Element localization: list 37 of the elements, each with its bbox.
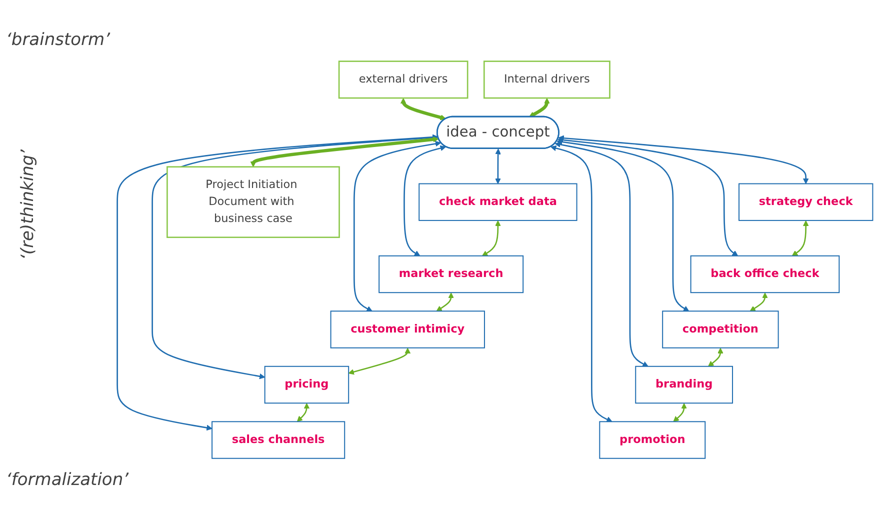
node-box: market research bbox=[378, 256, 524, 294]
section-label: ‘formalization’ bbox=[6, 470, 129, 490]
section-label: ‘(re)thinking’ bbox=[18, 149, 38, 260]
node-box: back office check bbox=[690, 256, 840, 294]
arrow bbox=[436, 292, 454, 312]
arrow bbox=[556, 139, 690, 312]
arrow bbox=[554, 142, 648, 367]
arrow bbox=[400, 98, 446, 120]
arrow bbox=[353, 141, 442, 312]
node-box: check market data bbox=[418, 183, 578, 222]
node-box: branding bbox=[635, 366, 733, 404]
arrow bbox=[250, 136, 439, 168]
arrow bbox=[528, 98, 550, 118]
arrow bbox=[348, 348, 411, 375]
node-box: strategy check bbox=[738, 183, 874, 222]
node-box: customer intimicy bbox=[330, 310, 485, 348]
node-box: competition bbox=[662, 310, 779, 348]
arrow bbox=[495, 148, 501, 184]
node-box: pricing bbox=[264, 366, 350, 404]
section-label: ‘brainstorm’ bbox=[6, 30, 110, 50]
arrow bbox=[116, 134, 438, 431]
arrow bbox=[152, 134, 438, 380]
arrow bbox=[558, 135, 809, 184]
node-box: sales channels bbox=[212, 421, 346, 460]
node-box: external drivers bbox=[338, 60, 468, 99]
arrow bbox=[404, 146, 446, 256]
arrow bbox=[792, 220, 809, 256]
arrow bbox=[550, 146, 612, 422]
node-box: promotion bbox=[599, 421, 706, 460]
node-box: Project Initiation Document with business case bbox=[166, 166, 340, 238]
arrow bbox=[558, 137, 738, 256]
node-box: Internal drivers bbox=[483, 60, 610, 99]
arrow bbox=[708, 348, 724, 367]
arrow bbox=[673, 403, 687, 422]
arrow bbox=[482, 220, 501, 256]
arrow bbox=[750, 292, 768, 312]
arrow bbox=[296, 403, 310, 422]
